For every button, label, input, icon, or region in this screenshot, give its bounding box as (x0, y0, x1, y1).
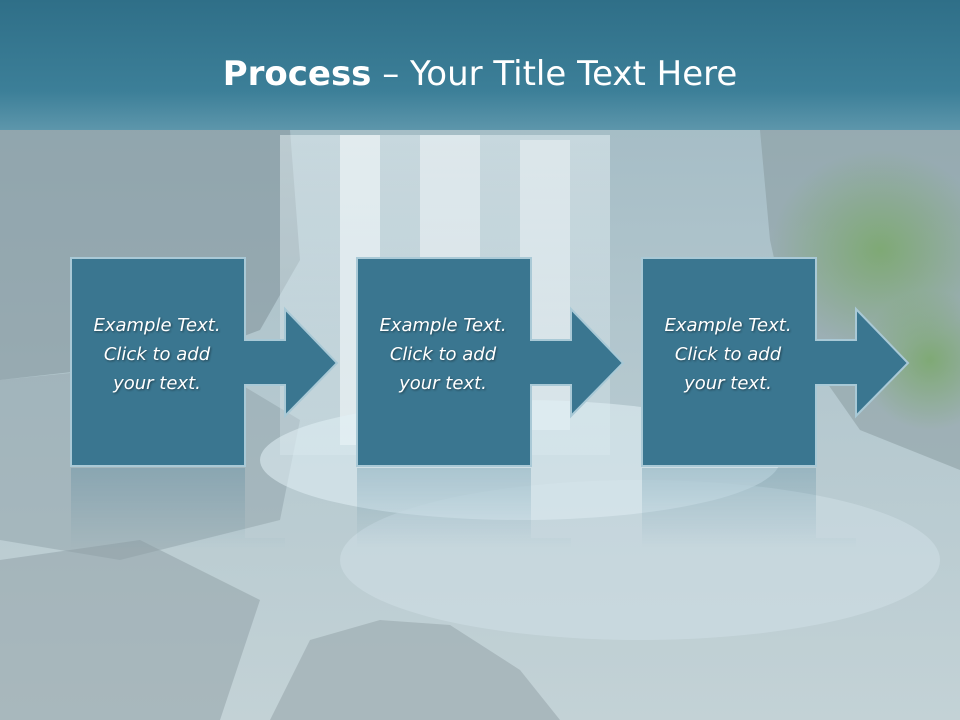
step-reflection (71, 468, 285, 548)
arrow-box-shape (641, 257, 910, 467)
step-text-line1: Example Text. (664, 315, 792, 336)
arrow-box-shape (356, 257, 625, 467)
step-text-line3: your text. (684, 373, 772, 394)
step-text: Example Text. Click to add your text. (641, 311, 815, 398)
title-band (0, 0, 960, 130)
step-reflection (642, 468, 856, 548)
step-text-line3: your text. (399, 373, 487, 394)
step-text-line1: Example Text. (93, 315, 221, 336)
process-step-1[interactable]: Example Text. Click to add your text. (70, 257, 340, 467)
title-rest: – Your Title Text Here (371, 54, 738, 94)
arrow-box-shape (70, 257, 339, 467)
step-text-line2: Click to add (103, 344, 211, 365)
process-step-2[interactable]: Example Text. Click to add your text. (356, 257, 626, 467)
step-text-line2: Click to add (674, 344, 782, 365)
step-text: Example Text. Click to add your text. (356, 311, 530, 398)
step-text: Example Text. Click to add your text. (70, 311, 244, 398)
step-reflection (357, 468, 571, 548)
step-text-line1: Example Text. (379, 315, 507, 336)
step-text-line3: your text. (113, 373, 201, 394)
process-step-3[interactable]: Example Text. Click to add your text. (641, 257, 911, 467)
title-bold: Process (222, 54, 372, 94)
slide-title[interactable]: Process – Your Title Text Here (0, 52, 960, 96)
step-text-line2: Click to add (389, 344, 497, 365)
